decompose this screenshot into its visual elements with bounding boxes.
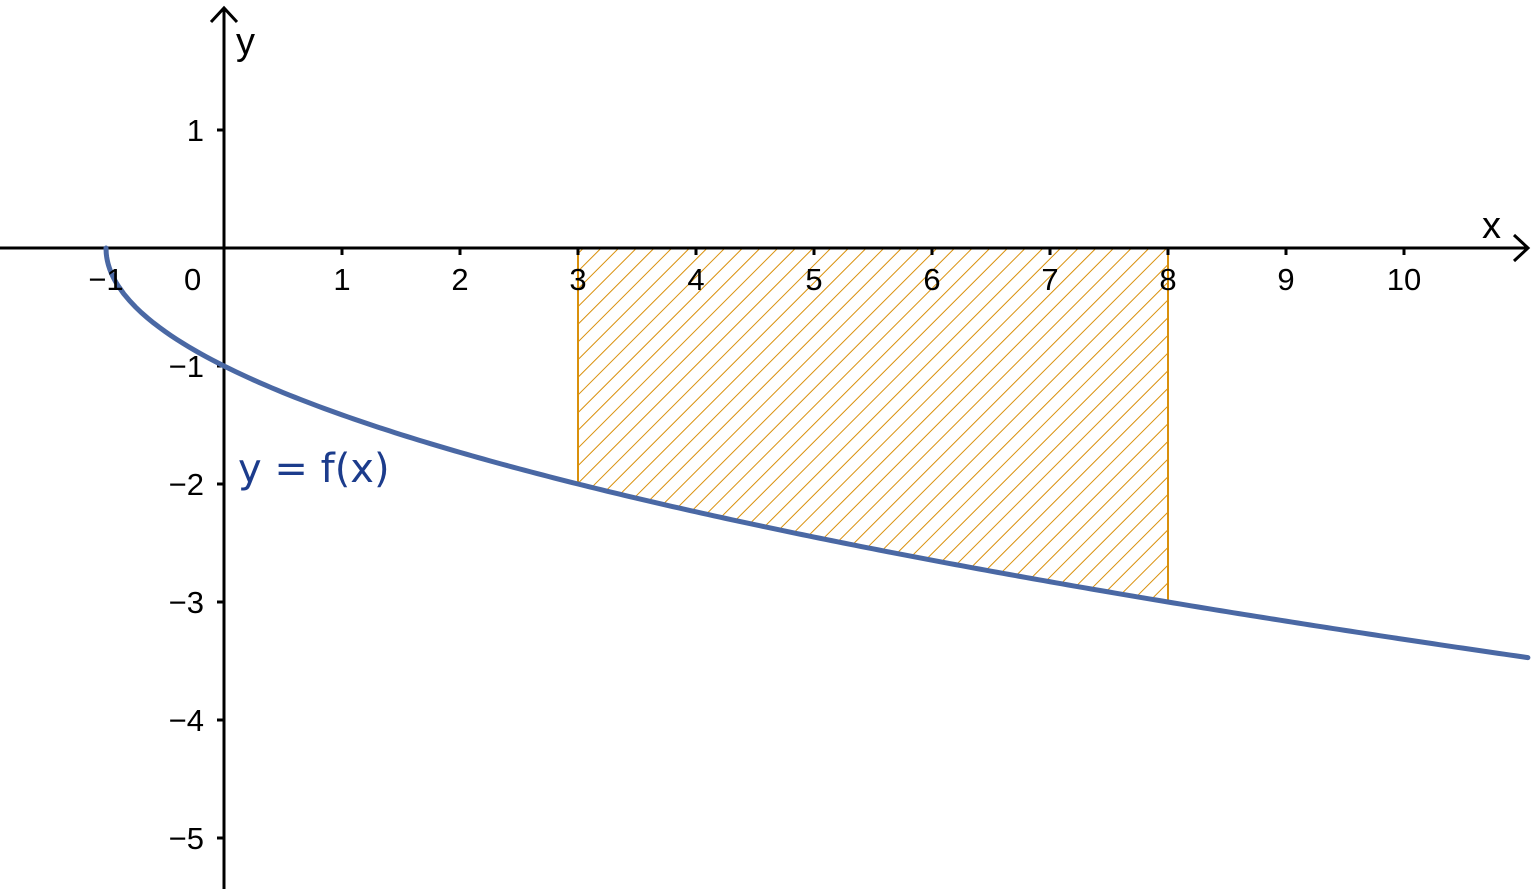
x-tick-label: 1	[333, 262, 350, 297]
x-tick-label: 3	[569, 262, 586, 297]
x-tick-label: 9	[1277, 262, 1294, 297]
y-axis-label: y	[236, 21, 255, 63]
x-tick-label: 10	[1387, 262, 1421, 297]
x-axis-arrow	[1512, 233, 1531, 263]
y-tick-label: −3	[169, 585, 204, 620]
x-tick-label: 6	[923, 262, 940, 297]
y-tick-label: −5	[169, 821, 204, 856]
x-axis-label: x	[1482, 205, 1501, 247]
x-tick-label: 7	[1041, 262, 1058, 297]
x-tick-label: 5	[805, 262, 822, 297]
function-curve	[103, 245, 1531, 661]
y-tick-label: −2	[169, 467, 204, 502]
x-tick-label: −1	[88, 262, 123, 297]
x-tick-label: 2	[451, 262, 468, 297]
y-tick-label: 1	[187, 113, 204, 148]
x-tick-label: 4	[687, 262, 704, 297]
y-tick-label: −1	[169, 349, 204, 384]
y-axis-arrow	[209, 5, 239, 24]
x-tick-label: 8	[1159, 262, 1176, 297]
y-tick-label: −4	[169, 703, 204, 738]
curve-label: y = f(x)	[238, 446, 390, 492]
x-tick-label: 0	[184, 262, 201, 297]
